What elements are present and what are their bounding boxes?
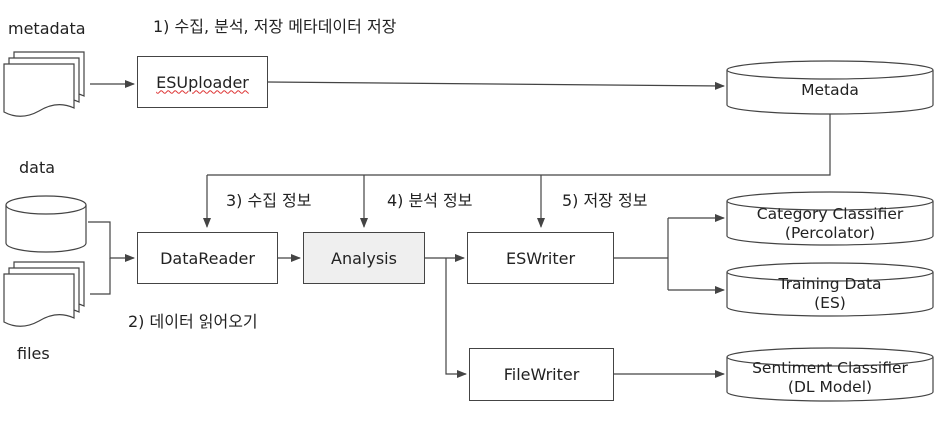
filewriter-box-label: FileWriter <box>503 365 580 384</box>
eswriter-box-label: ESWriter <box>505 248 576 268</box>
training-data-subtitle: (ES) <box>814 294 846 313</box>
category-classifier-store-shape <box>726 191 934 246</box>
data-database-icon <box>5 195 87 253</box>
arrow-data-to-datareader <box>88 221 135 262</box>
analysis-box[interactable]: Analysis <box>303 232 425 284</box>
files-document-stack-icon <box>3 261 85 327</box>
metadata-label: metadata <box>8 19 86 38</box>
datareader-box[interactable]: DataReader <box>137 232 278 284</box>
arrow-analysis-to-filewriter <box>445 258 467 378</box>
training-data-title: Training Data <box>778 275 882 293</box>
metada-store-shape <box>726 60 934 115</box>
sentiment-classifier-store-shape <box>726 347 934 402</box>
sentiment-classifier-title: Sentiment Classifier <box>752 359 908 377</box>
step2-label: 2) 데이터 읽어오기 <box>128 312 258 331</box>
training-data-store[interactable]: Training Data (ES) <box>727 275 933 314</box>
category-classifier-subtitle: (Percolator) <box>784 224 876 243</box>
step4-label: 4) 분석 정보 <box>387 191 473 210</box>
sentiment-classifier-store[interactable]: Sentiment Classifier (DL Model) <box>727 359 933 398</box>
sentiment-classifier-subtitle: (DL Model) <box>787 378 873 397</box>
category-classifier-store[interactable]: Category Classifier (Percolator) <box>727 205 933 244</box>
eswriter-box[interactable]: ESWriter <box>467 232 614 284</box>
step5-label: 5) 저장 정보 <box>562 191 648 210</box>
connector-metada-down <box>207 114 831 176</box>
training-data-store-shape <box>726 262 934 317</box>
files-label: files <box>17 344 50 363</box>
datareader-box-label: DataReader <box>160 248 255 268</box>
step1-label: 1) 수집, 분석, 저장 메타데이터 저장 <box>153 17 397 36</box>
esuploader-box-label: ESUploader <box>156 72 249 92</box>
metadata-document-stack-icon <box>3 51 85 117</box>
metada-store-label: Metada <box>801 81 859 99</box>
connector-files-to-datareader <box>90 258 111 295</box>
filewriter-box[interactable]: FileWriter <box>469 348 614 401</box>
category-classifier-title: Category Classifier <box>756 205 904 223</box>
arrow-esuploader-to-metada <box>267 81 725 90</box>
data-label: data <box>19 158 56 177</box>
step3-label: 3) 수집 정보 <box>226 191 312 210</box>
analysis-box-label: Analysis <box>331 248 397 268</box>
esuploader-box[interactable]: ESUploader <box>137 56 268 108</box>
